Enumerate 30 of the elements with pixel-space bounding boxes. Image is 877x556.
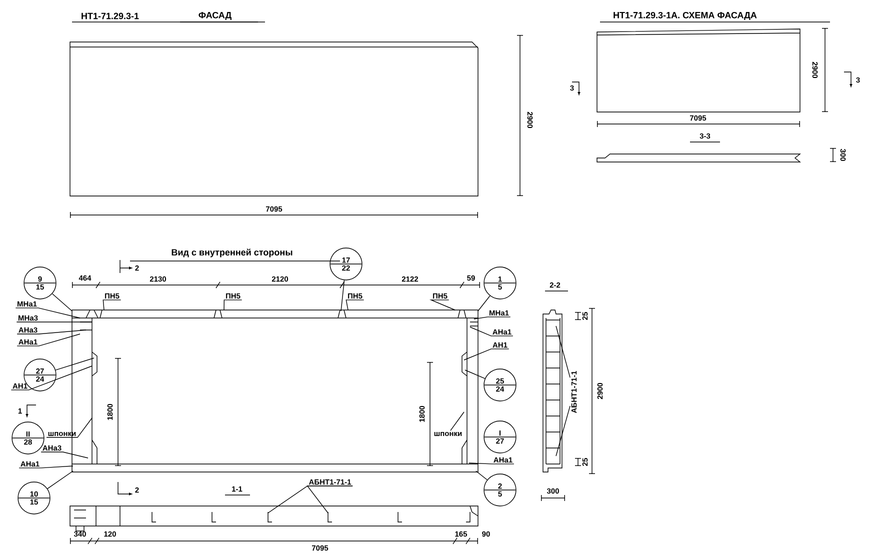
leader-line: [468, 462, 514, 464]
leader-line: [464, 370, 486, 379]
leader-line: [47, 470, 74, 490]
leader-line: [478, 296, 490, 312]
leader-line: [464, 348, 510, 360]
leader-line: [46, 418, 92, 438]
leader-line: [306, 486, 353, 514]
leader-line: [16, 330, 86, 334]
leader-line: [52, 293, 72, 312]
leader-line: [40, 452, 88, 458]
leader-line: [18, 466, 74, 468]
section-drawing: [542, 310, 562, 472]
leader-line: [16, 334, 80, 346]
section-drawing: [70, 506, 478, 532]
leader-line: [429, 300, 456, 310]
leader-line: [556, 406, 570, 456]
drawing-title: ФАСАД: [180, 12, 266, 22]
leader-line: [102, 300, 122, 310]
leader-line: [474, 316, 511, 320]
leader-line: [340, 280, 345, 312]
leader-line: [10, 366, 92, 390]
leader-line: [15, 308, 80, 318]
leader-line: [224, 300, 242, 310]
leader-line: [476, 470, 488, 480]
drawing-title: НТ1-71.29.3-1А. СХЕМА ФАСАДА: [600, 12, 830, 22]
leader-line: [556, 326, 570, 378]
leader-line: [55, 358, 94, 370]
leader-line: [450, 412, 464, 431]
leader-line: [470, 326, 514, 336]
leader-line: [346, 300, 364, 310]
